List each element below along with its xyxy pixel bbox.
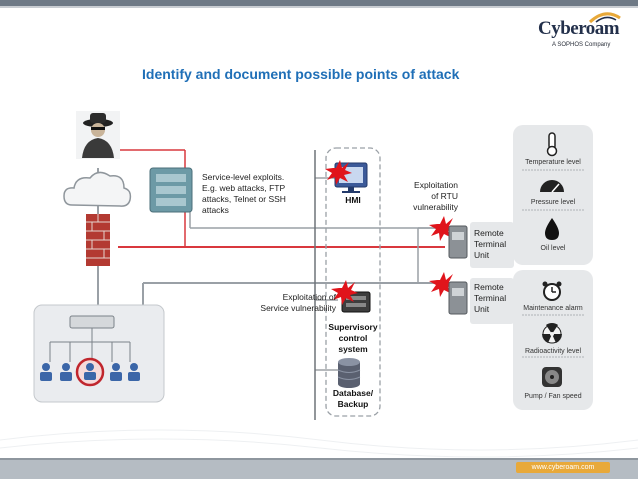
panel-separators — [522, 169, 584, 358]
service-exploits-label: Service-level exploits. E.g. web attacks… — [202, 172, 286, 215]
cloud-icon — [63, 171, 132, 207]
oil-level-label: Oil level — [540, 245, 566, 252]
firewall-icon — [86, 214, 110, 266]
hmi-label: HMI — [345, 195, 361, 205]
switch-icon — [69, 315, 115, 329]
maintenance-alarm-label: Maintenance alarm — [523, 305, 583, 312]
background-waves — [0, 429, 638, 458]
bottom-bar — [0, 460, 638, 479]
rtu-vulnerability-label: Exploitation of RTU vulnerability — [413, 180, 458, 212]
service-vulnerability-label: Exploitation of Service vulnerability — [260, 292, 336, 313]
supervisory-control-label: Supervisory control system — [328, 322, 378, 354]
bottom-bar-divider — [0, 458, 638, 460]
pump-fan-speed-label: Pump / Fan speed — [524, 393, 582, 400]
internal-network — [33, 304, 165, 403]
rtu2-label: Remote Terminal Unit — [474, 282, 507, 314]
slide-title: Identify and document possible points of… — [142, 66, 460, 82]
temperature-level-label: Temperature level — [525, 159, 581, 166]
website-url[interactable]: www.cyberoam.com — [516, 462, 610, 473]
database-icon — [337, 358, 361, 388]
logo-swirl-icon — [588, 12, 621, 24]
rtu2-box — [470, 278, 514, 324]
rtu1-box — [470, 222, 514, 268]
sensor-panel-top — [513, 125, 593, 265]
rtu1-label: Remote Terminal Unit — [474, 228, 507, 260]
alarm-clock-icon — [542, 281, 562, 301]
database-label: Database/ Backup — [332, 388, 374, 409]
logo-tagline: A SOPHOS Company — [552, 42, 611, 48]
logo-brand: Cyberoam — [538, 18, 620, 39]
radioactivity-level-label: Radioactivity level — [524, 348, 582, 355]
hacker-icon — [76, 111, 120, 159]
oil-drop-icon — [545, 218, 559, 240]
fan-icon — [542, 367, 562, 387]
top-bar — [0, 0, 638, 6]
radiation-icon — [542, 323, 562, 344]
pressure-level-label: Pressure level — [530, 199, 576, 206]
rtu-devices — [448, 225, 468, 315]
top-bar-divider — [0, 6, 638, 8]
thermometer-icon — [546, 132, 558, 157]
cyberoam-logo: Cyberoam A SOPHOS Company — [524, 10, 634, 50]
gauge-icon — [540, 180, 564, 193]
server-icon — [149, 167, 193, 213]
control-system-boundary — [325, 147, 381, 417]
